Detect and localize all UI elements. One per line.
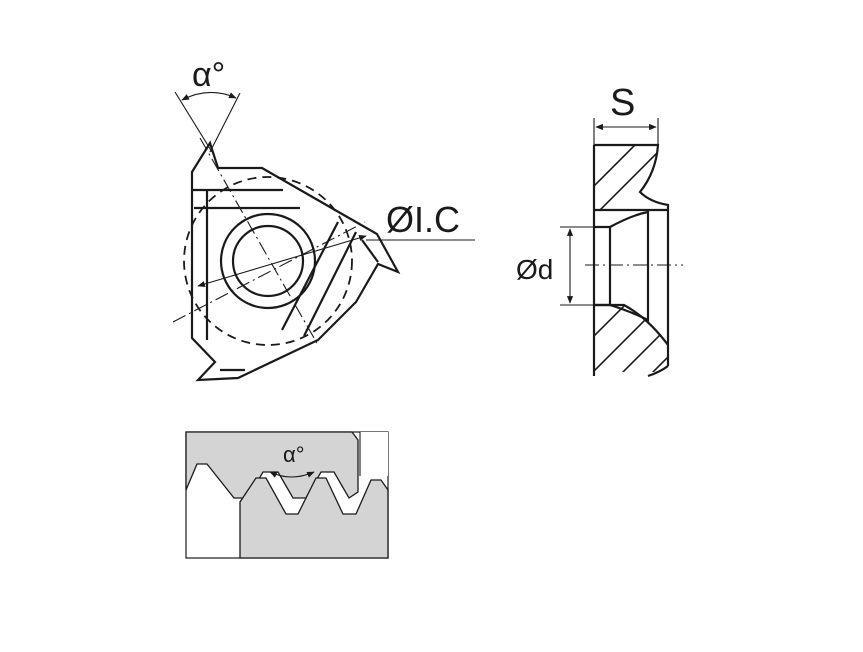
insert-outline xyxy=(190,140,401,382)
insert-tip-notch xyxy=(361,239,379,263)
section-bottom-relief xyxy=(647,365,669,378)
angle-line-right xyxy=(209,92,241,153)
ic-label: ØI.C xyxy=(386,199,460,240)
hatch-upper xyxy=(594,145,658,210)
section-lower-face xyxy=(594,303,669,346)
alpha-top-label: α° xyxy=(192,56,225,94)
inscribed-circle xyxy=(183,176,353,346)
insert-chipbreaker-right xyxy=(281,221,357,337)
hole-outer xyxy=(219,212,317,310)
angle-line-left xyxy=(174,91,213,153)
s-label: S xyxy=(610,82,635,124)
thread-profile xyxy=(185,431,389,559)
bore-countersink xyxy=(609,210,650,322)
centerline-diagonal xyxy=(199,137,319,346)
alpha-thread-label: α° xyxy=(283,442,305,467)
angle-arc xyxy=(181,91,237,101)
thread-clearance xyxy=(360,432,388,476)
thread-angle-arc xyxy=(269,471,315,478)
insert-top-view xyxy=(172,91,475,382)
thread-workpiece xyxy=(239,477,389,559)
bore-cylinder xyxy=(594,225,612,307)
d-extension-lines xyxy=(560,226,600,306)
hatch-lower xyxy=(594,305,668,372)
s-extension-lines xyxy=(593,118,659,145)
d-label: Ød xyxy=(516,254,553,285)
section-outline xyxy=(592,143,670,376)
ic-dimension-line xyxy=(197,235,367,287)
insert-chipbreaker-top xyxy=(192,188,300,210)
